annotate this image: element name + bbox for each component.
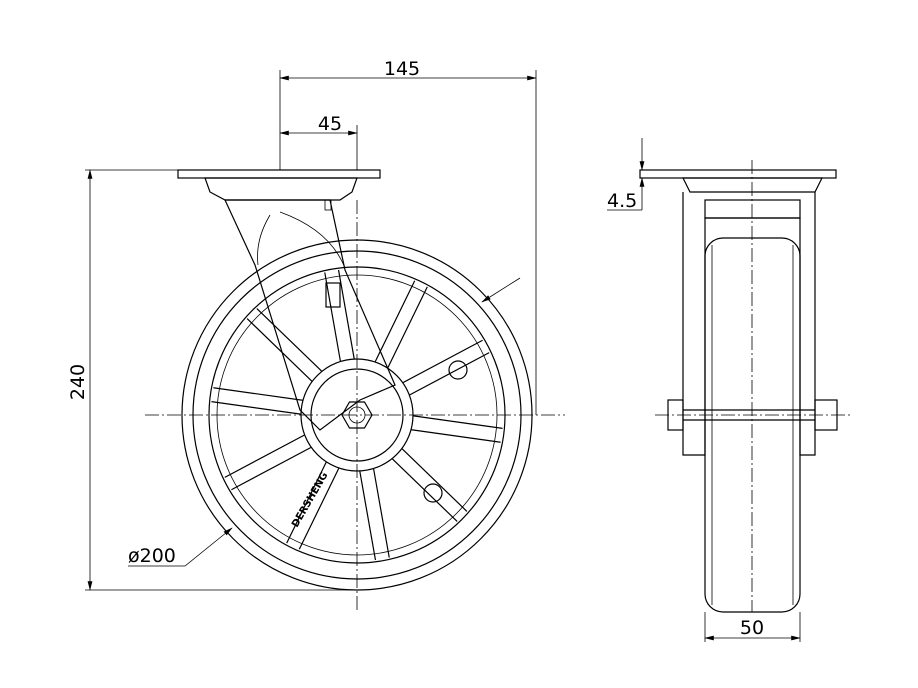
spoke-edge: [402, 339, 483, 384]
bearing-mark: [423, 483, 443, 503]
top-plate: [177, 169, 381, 179]
spoke-edge: [256, 308, 322, 372]
dim-240: 240: [67, 364, 89, 400]
side-view: [639, 160, 850, 613]
spoke-edge: [213, 387, 303, 401]
front-view: DERSHENG: [145, 169, 565, 612]
spoke-edge: [374, 280, 416, 362]
spoke-edge: [413, 415, 503, 429]
swivel-bearing: [204, 177, 358, 201]
spoke-edge: [401, 448, 468, 512]
spoke-edge: [231, 446, 312, 491]
axle-bolt-head: [667, 399, 684, 431]
side-fork: [682, 192, 816, 456]
spoke-edge: [359, 471, 377, 561]
spoke-edge: [411, 429, 501, 443]
bearing-mark: [448, 360, 468, 380]
dim-diameter-200: ø200: [128, 545, 176, 567]
spoke-edge: [211, 401, 301, 415]
fork-leg: [224, 199, 396, 431]
dim-145: 145: [384, 58, 420, 80]
spoke-edge: [224, 434, 305, 478]
dim-45: 45: [318, 113, 342, 135]
wheel-spokes: [211, 269, 503, 561]
dimensions: 145 45 240 ø200 4.5 50: [67, 58, 801, 642]
axle-nut-side: [814, 399, 838, 431]
spoke-edge: [286, 462, 327, 544]
dim-4-5: 4.5: [607, 190, 637, 212]
side-top-plate: [639, 169, 837, 179]
brand-logo: DERSHENG: [290, 470, 330, 529]
spoke-edge: [246, 318, 313, 382]
spoke-edge: [373, 468, 390, 558]
spoke-edge: [324, 272, 341, 362]
axle-nut: [341, 401, 373, 429]
spoke-edge: [298, 468, 340, 550]
side-swivel: [682, 177, 823, 193]
spoke-edge: [387, 286, 428, 368]
spoke-edge: [337, 269, 355, 359]
fork-slot: [325, 282, 341, 308]
swivel-fork: [177, 169, 396, 431]
dim-50: 50: [740, 617, 764, 639]
side-wheel: [704, 237, 801, 613]
